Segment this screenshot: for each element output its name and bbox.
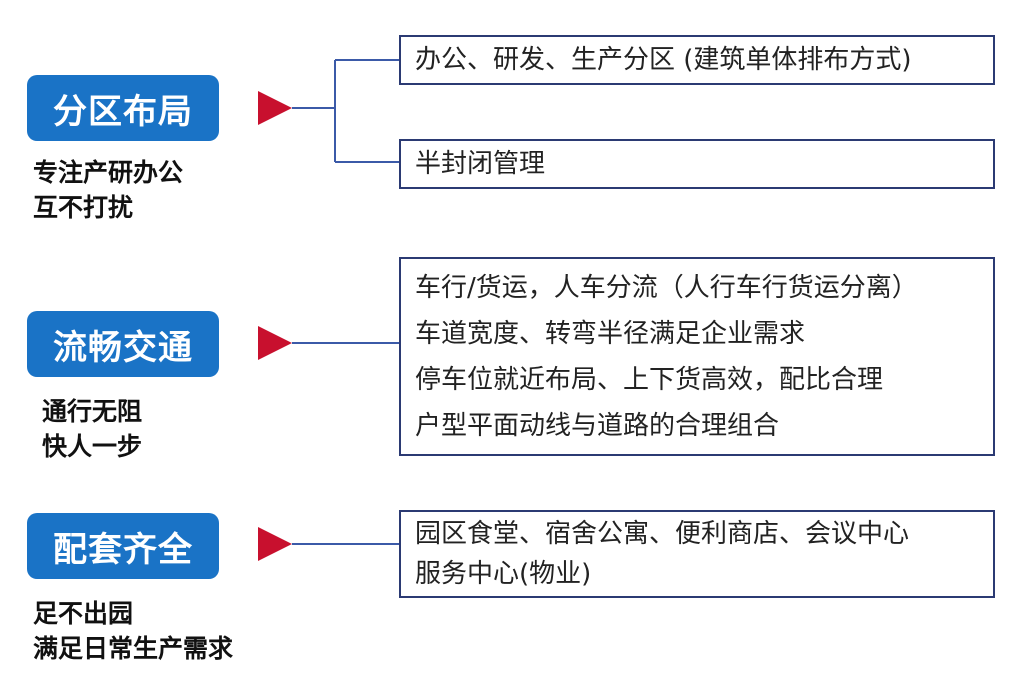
badge-complete-facilities: 配套齐全 [27,513,219,579]
caption-line: 专注产研办公 [33,158,184,187]
box-text-line: 服务中心(物业) [415,559,592,589]
box-text-line: 户型平面动线与道路的合理组合 [415,411,780,441]
box-text-line: 园区食堂、宿舍公寓、便利商店、会议中心 [415,519,910,549]
connector-section-1 [292,59,399,163]
box-text-line: 停车位就近布局、上下货高效，配比合理 [415,365,884,395]
caption-line: 通行无阻 [42,397,143,426]
badge-smooth-traffic: 流畅交通 [27,311,219,377]
box-text-line: 车行/货运，人车分流（人行车行货运分离） [415,273,918,303]
caption-complete-facilities: 足不出园 满足日常生产需求 [33,596,233,666]
arrow-section-1 [258,91,292,125]
arrow-section-3 [258,527,292,561]
caption-line: 足不出园 [33,599,134,628]
arrow-section-2 [258,326,292,360]
box-traffic-details: 车行/货运，人车分流（人行车行货运分离） 车道宽度、转弯半径满足企业需求 停车位… [399,257,995,456]
box-text-line: 办公、研发、生产分区 (建筑单体排布方式) [415,45,912,75]
box-text-line: 车道宽度、转弯半径满足企业需求 [415,319,806,349]
caption-line: 满足日常生产需求 [33,634,234,663]
box-semi-closed-management: 半封闭管理 [399,139,995,189]
caption-line: 互不打扰 [33,193,134,222]
box-text-line: 半封闭管理 [415,149,546,179]
badge-zoning-layout: 分区布局 [27,75,219,141]
box-facilities-details: 园区食堂、宿舍公寓、便利商店、会议中心 服务中心(物业) [399,510,995,598]
caption-line: 快人一步 [42,432,143,461]
caption-zoning-layout: 专注产研办公 互不打扰 [33,155,183,225]
caption-smooth-traffic: 通行无阻 快人一步 [42,394,142,464]
box-zoning-division: 办公、研发、生产分区 (建筑单体排布方式) [399,35,995,85]
